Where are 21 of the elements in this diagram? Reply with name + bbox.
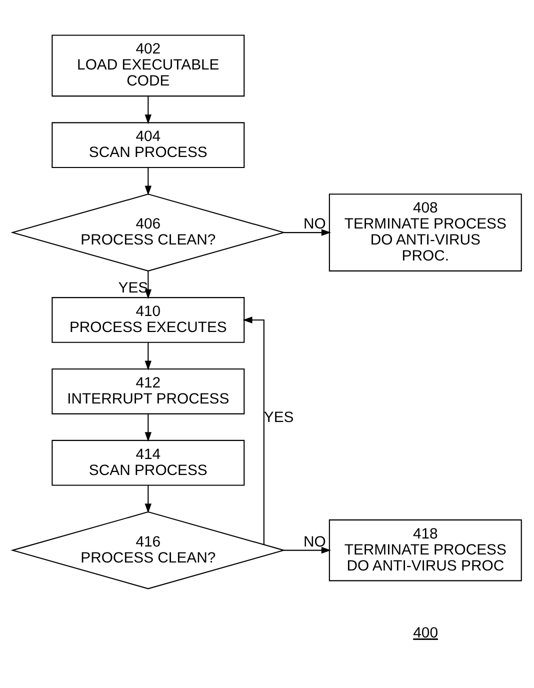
edge-label: YES [118,278,148,296]
arrow [144,96,152,124]
node-box: 404 SCAN PROCESS [52,122,245,168]
node-box: 412 INTERRUPT PROCESS [52,368,245,414]
node-box: 402 LOAD EXECUTABLE CODE [52,34,245,96]
edge-label: NO [303,214,326,232]
edge-label: NO [303,532,326,550]
arrow [144,484,152,513]
arrow [284,228,332,236]
node-box: 418 TERMINATE PROCESS DO ANTI-VIRUS PROC [328,518,522,581]
arrow [144,342,152,370]
arrow [242,316,264,544]
arrow [144,167,152,195]
label: 400 [413,624,438,641]
node-diamond: 406 PROCESS CLEAN? [10,193,286,271]
node-box: 408 TERMINATE PROCESS DO ANTI-VIRUS PROC. [328,193,522,271]
node-box: 410 PROCESS EXECUTES [52,296,245,342]
node-box: 414 SCAN PROCESS [52,439,245,486]
arrow [144,414,152,442]
arrow [284,546,332,554]
node-diamond: 416 PROCESS CLEAN? [10,510,286,589]
